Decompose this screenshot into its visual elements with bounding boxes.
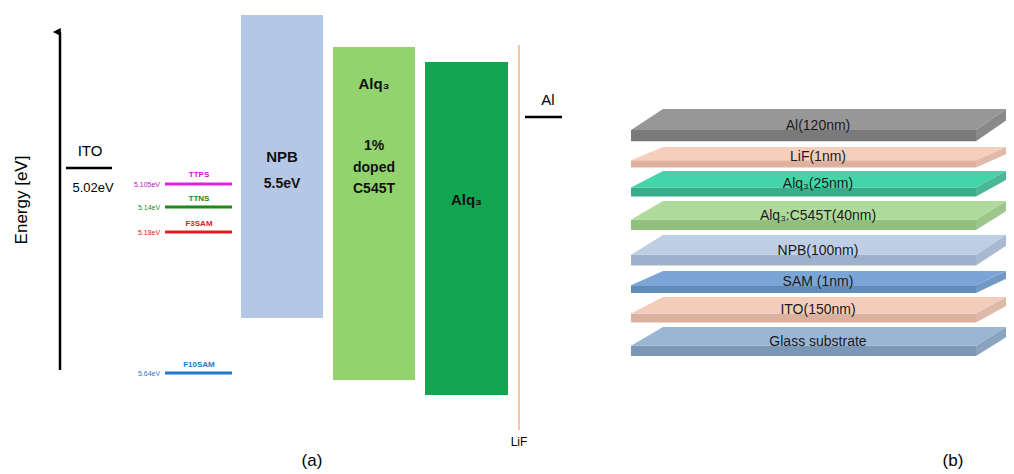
sam-name: TTPS (189, 170, 209, 179)
band-text: 5.5eV (264, 173, 301, 195)
layer-plate: Alq₃(25nm) (628, 170, 1008, 200)
band-text: NPB (266, 145, 298, 168)
layer-label: NPB(100nm) (778, 242, 859, 258)
energy-value: 5.18eV (138, 229, 160, 236)
f10sam-level (165, 372, 232, 375)
energy-value: 5.64eV (138, 370, 160, 377)
layer-name: LiF (511, 435, 528, 449)
layer-plate: Alq₃:C545T(40nm) (628, 200, 1008, 234)
ttps-level (165, 183, 232, 186)
layer-plate: NPB(100nm) (628, 234, 1008, 270)
al-level (525, 116, 562, 119)
layer-plate: LiF(1nm) (628, 146, 1008, 170)
layer-label: Al(120nm) (786, 117, 851, 133)
band-text: 1% doped C545T (346, 135, 402, 200)
layer-label: SAM (1nm) (783, 273, 854, 289)
f3sam-level (165, 231, 232, 234)
layer-plate: Glass substrate (628, 326, 1008, 360)
energy-band: Alq₃ 1% doped C545T (333, 47, 415, 380)
panel-label: (a) (302, 451, 323, 471)
ttns-level (165, 206, 232, 209)
axis-title: Energy [eV] (12, 156, 32, 245)
energy-value: 5.02eV (72, 180, 113, 195)
band-text: Alq₃ (451, 188, 482, 211)
sam-name: F10SAM (183, 360, 215, 369)
sam-name: TTNS (189, 194, 210, 203)
ito-level (66, 167, 112, 170)
energy-value: 5.105eV (134, 181, 160, 188)
lif-line (518, 45, 520, 430)
energy-band: Alq₃ (425, 62, 508, 395)
sam-name: F3SAM (185, 219, 212, 228)
energy-axis-arrow (59, 32, 62, 370)
layer-label: ITO(150nm) (780, 301, 855, 317)
layer-label: Alq₃(25nm) (783, 175, 853, 191)
layer-label: LiF(1nm) (790, 148, 846, 164)
energy-band: NPB 5.5eV (241, 15, 323, 318)
layer-label: Glass substrate (769, 333, 866, 349)
electrode-name: Al (541, 91, 554, 108)
panel-label: (b) (943, 451, 964, 471)
energy-value: 5.14eV (138, 204, 160, 211)
electrode-name: ITO (78, 142, 103, 159)
band-text: Alq₃ (358, 72, 389, 95)
layer-plate: SAM (1nm) (628, 270, 1008, 296)
layer-label: Alq₃:C545T(40nm) (760, 207, 876, 223)
layer-plate: Al(120nm) (628, 108, 1008, 146)
layer-plate: ITO(150nm) (628, 296, 1008, 326)
